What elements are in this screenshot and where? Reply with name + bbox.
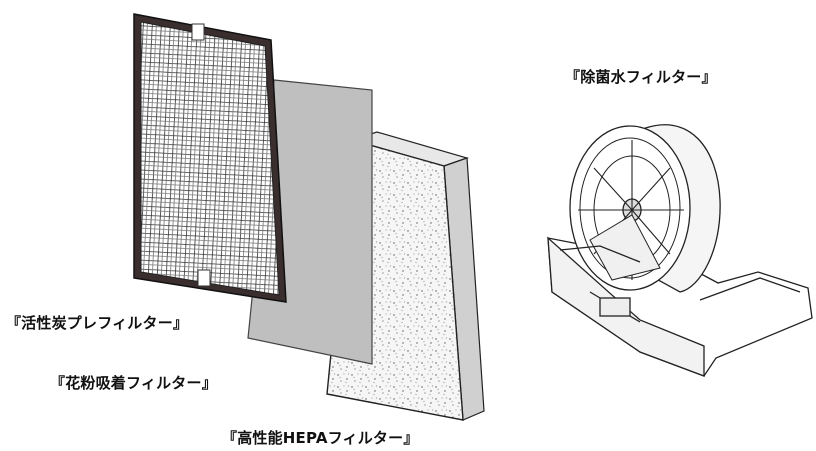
sterilized-water-filter-label: 『除菌水フィルター』 bbox=[565, 68, 717, 86]
carbon-prefilter bbox=[133, 13, 287, 303]
hepa-filter-label: 『高性能HEPAフィルター』 bbox=[222, 429, 419, 447]
pollen-adsorption-filter-label: 『花粉吸着フィルター』 bbox=[50, 374, 217, 392]
sterilized-water-filter-unit bbox=[547, 124, 813, 377]
activated-carbon-prefilter-label: 『活性炭プレフィルター』 bbox=[6, 314, 189, 332]
